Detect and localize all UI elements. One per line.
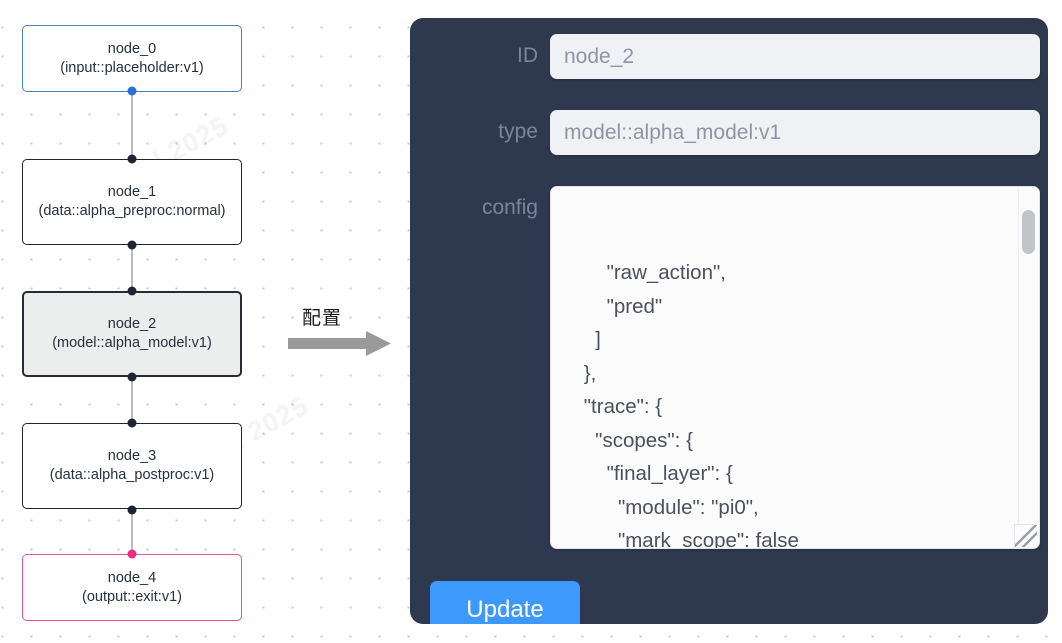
node-handle-target-node_4[interactable] bbox=[127, 549, 137, 559]
flow-node-node_1[interactable]: node_1 (data::alpha_preproc:normal) bbox=[22, 159, 242, 245]
node-subtitle: (model::alpha_model:v1) bbox=[52, 335, 212, 351]
node-subtitle: (input::placeholder:v1) bbox=[60, 59, 204, 76]
config-scrollbar-thumb[interactable] bbox=[1022, 210, 1035, 254]
node-handle-source-node_3[interactable] bbox=[127, 505, 137, 515]
flow-node-node_4[interactable]: node_4 (output::exit:v1) bbox=[22, 554, 242, 621]
type-field-label: type bbox=[498, 120, 538, 143]
config-field-label: config bbox=[481, 196, 538, 219]
flow-node-node_0[interactable]: node_0 (input::placeholder:v1) bbox=[22, 25, 242, 92]
arrow-right-icon bbox=[288, 331, 391, 356]
node-subtitle: (output::exit:v1) bbox=[82, 588, 182, 605]
node-handle-target-node_3[interactable] bbox=[127, 418, 137, 428]
id-input[interactable] bbox=[550, 34, 1040, 79]
node-inspector-panel: ID type config "raw_action", "pred" ] },… bbox=[410, 18, 1048, 624]
field-row-type: type bbox=[410, 110, 1048, 155]
node-subtitle: (data::alpha_preproc:normal) bbox=[38, 203, 226, 219]
annotation-arrow-icon bbox=[288, 330, 392, 363]
edge-node3-node4 bbox=[131, 509, 133, 553]
node-title: node_1 bbox=[107, 184, 157, 200]
edge-node0-node1 bbox=[131, 90, 133, 160]
id-field-label: ID bbox=[517, 44, 538, 67]
edge-node1-node2 bbox=[131, 244, 133, 292]
node-subtitle: (data::alpha_postproc:v1) bbox=[49, 467, 215, 483]
field-row-config: config "raw_action", "pred" ] }, "trace"… bbox=[410, 186, 1048, 549]
textarea-resize-handle[interactable] bbox=[1014, 524, 1037, 547]
config-textarea[interactable]: "raw_action", "pred" ] }, "trace": { "sc… bbox=[550, 186, 1040, 549]
node-title: node_0 bbox=[107, 40, 157, 57]
node-title: node_4 bbox=[107, 569, 157, 586]
type-input[interactable] bbox=[550, 110, 1040, 155]
config-scrollbar-track[interactable] bbox=[1018, 188, 1038, 524]
node-handle-source-node_2[interactable] bbox=[127, 372, 137, 382]
field-row-id: ID bbox=[410, 34, 1048, 79]
node-title: node_2 bbox=[107, 316, 157, 332]
node-handle-source-node_1[interactable] bbox=[127, 240, 137, 250]
update-button[interactable]: Update bbox=[430, 581, 580, 624]
node-handle-source-node_0[interactable] bbox=[127, 86, 137, 96]
node-handle-target-node_1[interactable] bbox=[127, 154, 137, 164]
config-textarea-content: "raw_action", "pred" ] }, "trace": { "sc… bbox=[583, 261, 799, 549]
annotation-label: 配置 bbox=[302, 307, 343, 329]
flow-node-node_2[interactable]: node_2 (model::alpha_model:v1) bbox=[22, 291, 242, 377]
edge-node2-node3 bbox=[131, 376, 133, 422]
node-handle-target-node_2[interactable] bbox=[127, 286, 137, 296]
node-title: node_3 bbox=[107, 448, 157, 464]
flow-node-node_3[interactable]: node_3 (data::alpha_postproc:v1) bbox=[22, 423, 242, 509]
